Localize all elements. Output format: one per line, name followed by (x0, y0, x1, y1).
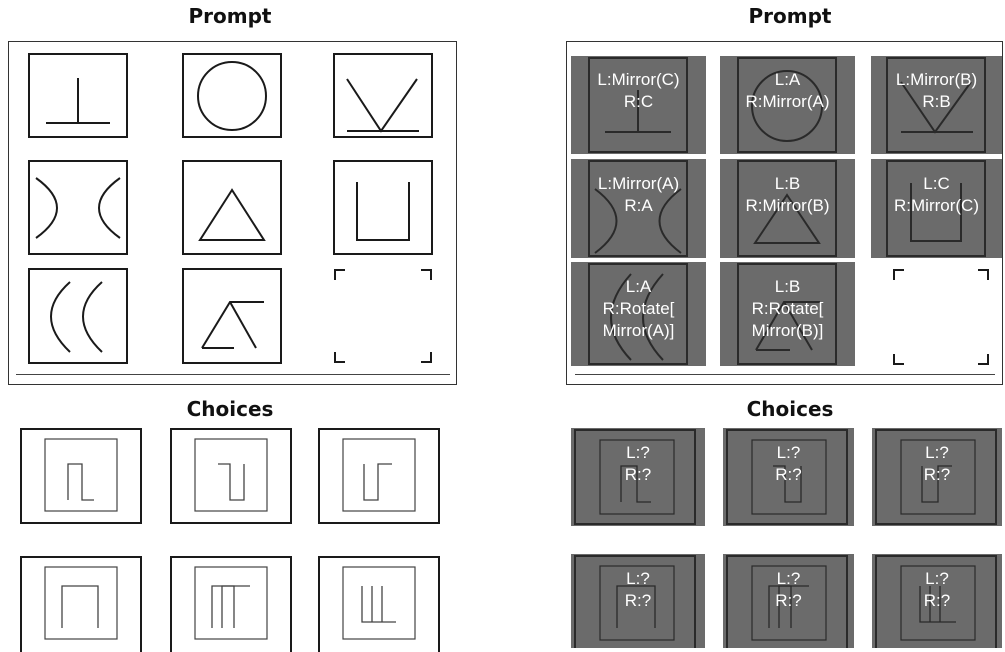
left-prompt-baseline (16, 374, 450, 375)
right-prompt-label-8-line3: Mirror(B)] (720, 320, 855, 342)
right-prompt-label-3-line2: R:B (871, 91, 1002, 113)
perpendicular-icon (28, 53, 128, 138)
u-right-icon (170, 428, 292, 524)
right-choice-6[interactable]: L:? R:? (872, 554, 1002, 648)
left-choice-3[interactable] (318, 428, 440, 524)
broken-triangle-icon (182, 268, 282, 364)
missing-cell-corners-icon (333, 268, 433, 364)
left-prompt-cell-8[interactable] (182, 268, 282, 364)
double-c-icon (28, 268, 128, 364)
right-prompt-label-2-line1: L:A (720, 69, 855, 91)
right-prompt-cell-3[interactable]: L:Mirror(B) R:B (871, 56, 1002, 154)
right-prompt-baseline (575, 374, 995, 375)
left-choice-2[interactable] (170, 428, 292, 524)
right-prompt-label-4-line2: R:A (571, 195, 706, 217)
right-choice-label-4-line2: R:? (571, 590, 705, 612)
right-choice-label-2-line1: L:? (723, 442, 854, 464)
right-prompt-label-6-line2: R:Mirror(C) (871, 195, 1002, 217)
right-prompt-label-4-line1: L:Mirror(A) (571, 173, 706, 195)
right-prompt-label-7-line3: Mirror(A)] (571, 320, 706, 342)
right-choice-label-2-line2: R:? (723, 464, 854, 486)
right-prompt-label-5-line2: R:Mirror(B) (720, 195, 855, 217)
right-choice-4[interactable]: L:? R:? (571, 554, 705, 648)
left-prompt-cell-7[interactable] (28, 268, 128, 364)
left-choice-5[interactable] (170, 556, 292, 648)
right-prompt-cell-5[interactable]: L:B R:Mirror(B) (720, 159, 855, 258)
left-choice-4[interactable] (20, 556, 142, 648)
left-prompt-cell-1[interactable] (28, 53, 128, 138)
right-choice-label-1-line2: R:? (571, 464, 705, 486)
left-prompt-cell-3[interactable] (333, 53, 433, 138)
right-choice-label-1-line1: L:? (571, 442, 705, 464)
curved-x-icon (28, 160, 128, 255)
left-choice-6[interactable] (318, 556, 440, 648)
right-prompt-label-5-line1: L:B (720, 173, 855, 195)
n-double-icon (170, 556, 292, 648)
right-prompt-label-6-line1: L:C (871, 173, 1002, 195)
right-choice-label-5-line1: L:? (723, 568, 854, 590)
right-choice-label-3-line1: L:? (872, 442, 1002, 464)
n-box-icon (20, 556, 142, 648)
right-prompt-label-7-line2: R:Rotate[ (571, 298, 706, 320)
right-prompt-label-3-line1: L:Mirror(B) (871, 69, 1002, 91)
right-choices-heading: Choices (690, 397, 890, 421)
right-prompt-label-1-line1: L:Mirror(C) (571, 69, 706, 91)
right-choice-label-5-line2: R:? (723, 590, 854, 612)
right-prompt-cell-7[interactable]: L:A R:Rotate[ Mirror(A)] (571, 262, 706, 366)
right-prompt-cell-2[interactable]: L:A R:Mirror(A) (720, 56, 855, 154)
right-prompt-label-7-line1: L:A (571, 276, 706, 298)
right-choice-label-6-line1: L:? (872, 568, 1002, 590)
left-choice-1[interactable] (20, 428, 142, 524)
left-prompt-cell-5[interactable] (182, 160, 282, 255)
right-choice-label-4-line1: L:? (571, 568, 705, 590)
right-choice-label-3-line2: R:? (872, 464, 1002, 486)
u-shape-icon (333, 160, 433, 255)
left-prompt-cell-4[interactable] (28, 160, 128, 255)
u-double-icon (318, 556, 440, 648)
right-prompt-missing-cell[interactable] (892, 268, 990, 366)
right-prompt-cell-4[interactable]: L:Mirror(A) R:A (571, 159, 706, 258)
right-choice-3[interactable]: L:? R:? (872, 428, 1002, 526)
left-prompt-missing-cell[interactable] (333, 268, 433, 364)
right-prompt-label-8-line1: L:B (720, 276, 855, 298)
right-prompt-cell-6[interactable]: L:C R:Mirror(C) (871, 159, 1002, 258)
left-prompt-cell-2[interactable] (182, 53, 282, 138)
left-prompt-cell-6[interactable] (333, 160, 433, 255)
triangle-icon (182, 160, 282, 255)
u-left-top-icon (318, 428, 440, 524)
missing-cell-corners-icon (892, 268, 990, 366)
right-prompt-label-1-line2: R:C (571, 91, 706, 113)
left-choices-heading: Choices (130, 397, 330, 421)
right-choice-5[interactable]: L:? R:? (723, 554, 854, 648)
circle-icon (182, 53, 282, 138)
right-choice-label-6-line2: R:? (872, 590, 1002, 612)
v-on-line-icon (333, 53, 433, 138)
right-prompt-label-2-line2: R:Mirror(A) (720, 91, 855, 113)
right-prompt-cell-8[interactable]: L:B R:Rotate[ Mirror(B)] (720, 262, 855, 366)
left-prompt-heading: Prompt (130, 4, 330, 28)
right-choice-1[interactable]: L:? R:? (571, 428, 705, 526)
right-prompt-cell-1[interactable]: L:Mirror(C) R:C (571, 56, 706, 154)
right-prompt-heading: Prompt (690, 4, 890, 28)
right-choice-2[interactable]: L:? R:? (723, 428, 854, 526)
right-prompt-label-8-line2: R:Rotate[ (720, 298, 855, 320)
n-left-icon (20, 428, 142, 524)
